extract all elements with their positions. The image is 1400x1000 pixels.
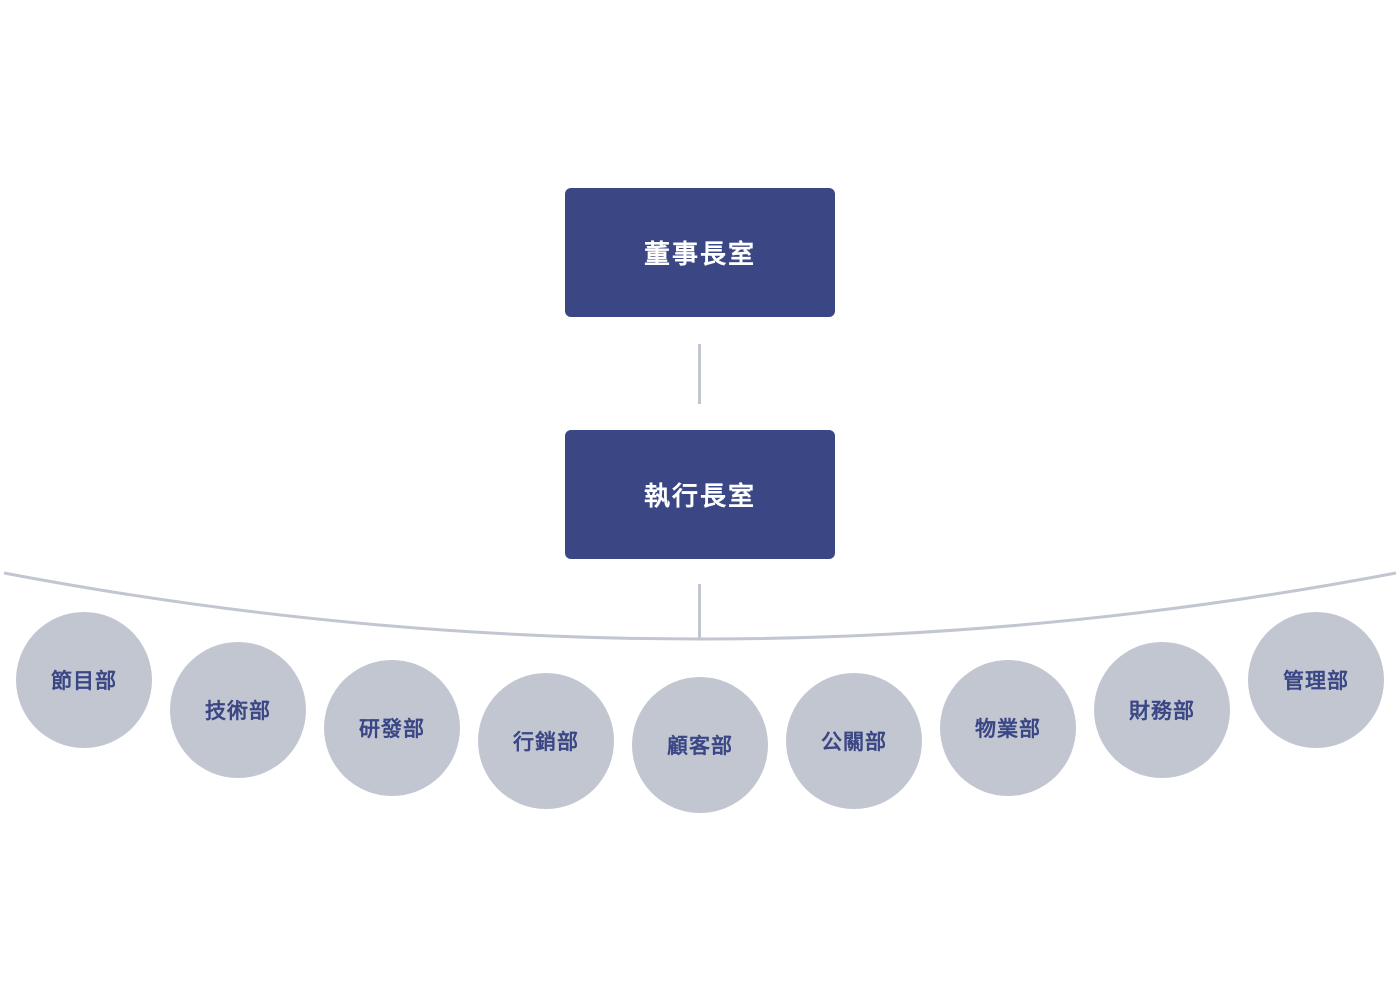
- ceo-office-label: 執行長室: [643, 482, 756, 512]
- department-node: 行銷部: [478, 673, 614, 809]
- department-node: 研發部: [324, 660, 460, 796]
- department-node: 技術部: [170, 642, 306, 778]
- department-node: 節目部: [16, 612, 152, 748]
- department-node: 財務部: [1094, 642, 1230, 778]
- ceo-office-box: 執行長室: [565, 430, 835, 559]
- department-label: 管理部: [1283, 669, 1349, 693]
- department-node: 顧客部: [632, 677, 768, 813]
- department-label: 財務部: [1129, 699, 1195, 723]
- connector-ceo-departments: [698, 584, 701, 638]
- department-label: 技術部: [205, 699, 271, 723]
- connector-chairman-ceo: [698, 344, 701, 404]
- department-label: 物業部: [975, 717, 1041, 741]
- chairman-office-label: 董事長室: [643, 240, 756, 270]
- department-node: 公關部: [786, 673, 922, 809]
- department-label: 研發部: [359, 717, 425, 741]
- department-label: 公關部: [821, 730, 887, 754]
- department-label: 行銷部: [513, 730, 579, 754]
- chairman-office-box: 董事長室: [565, 188, 835, 317]
- department-label: 節目部: [51, 669, 117, 693]
- department-node: 物業部: [940, 660, 1076, 796]
- department-label: 顧客部: [667, 734, 733, 758]
- department-node: 管理部: [1248, 612, 1384, 748]
